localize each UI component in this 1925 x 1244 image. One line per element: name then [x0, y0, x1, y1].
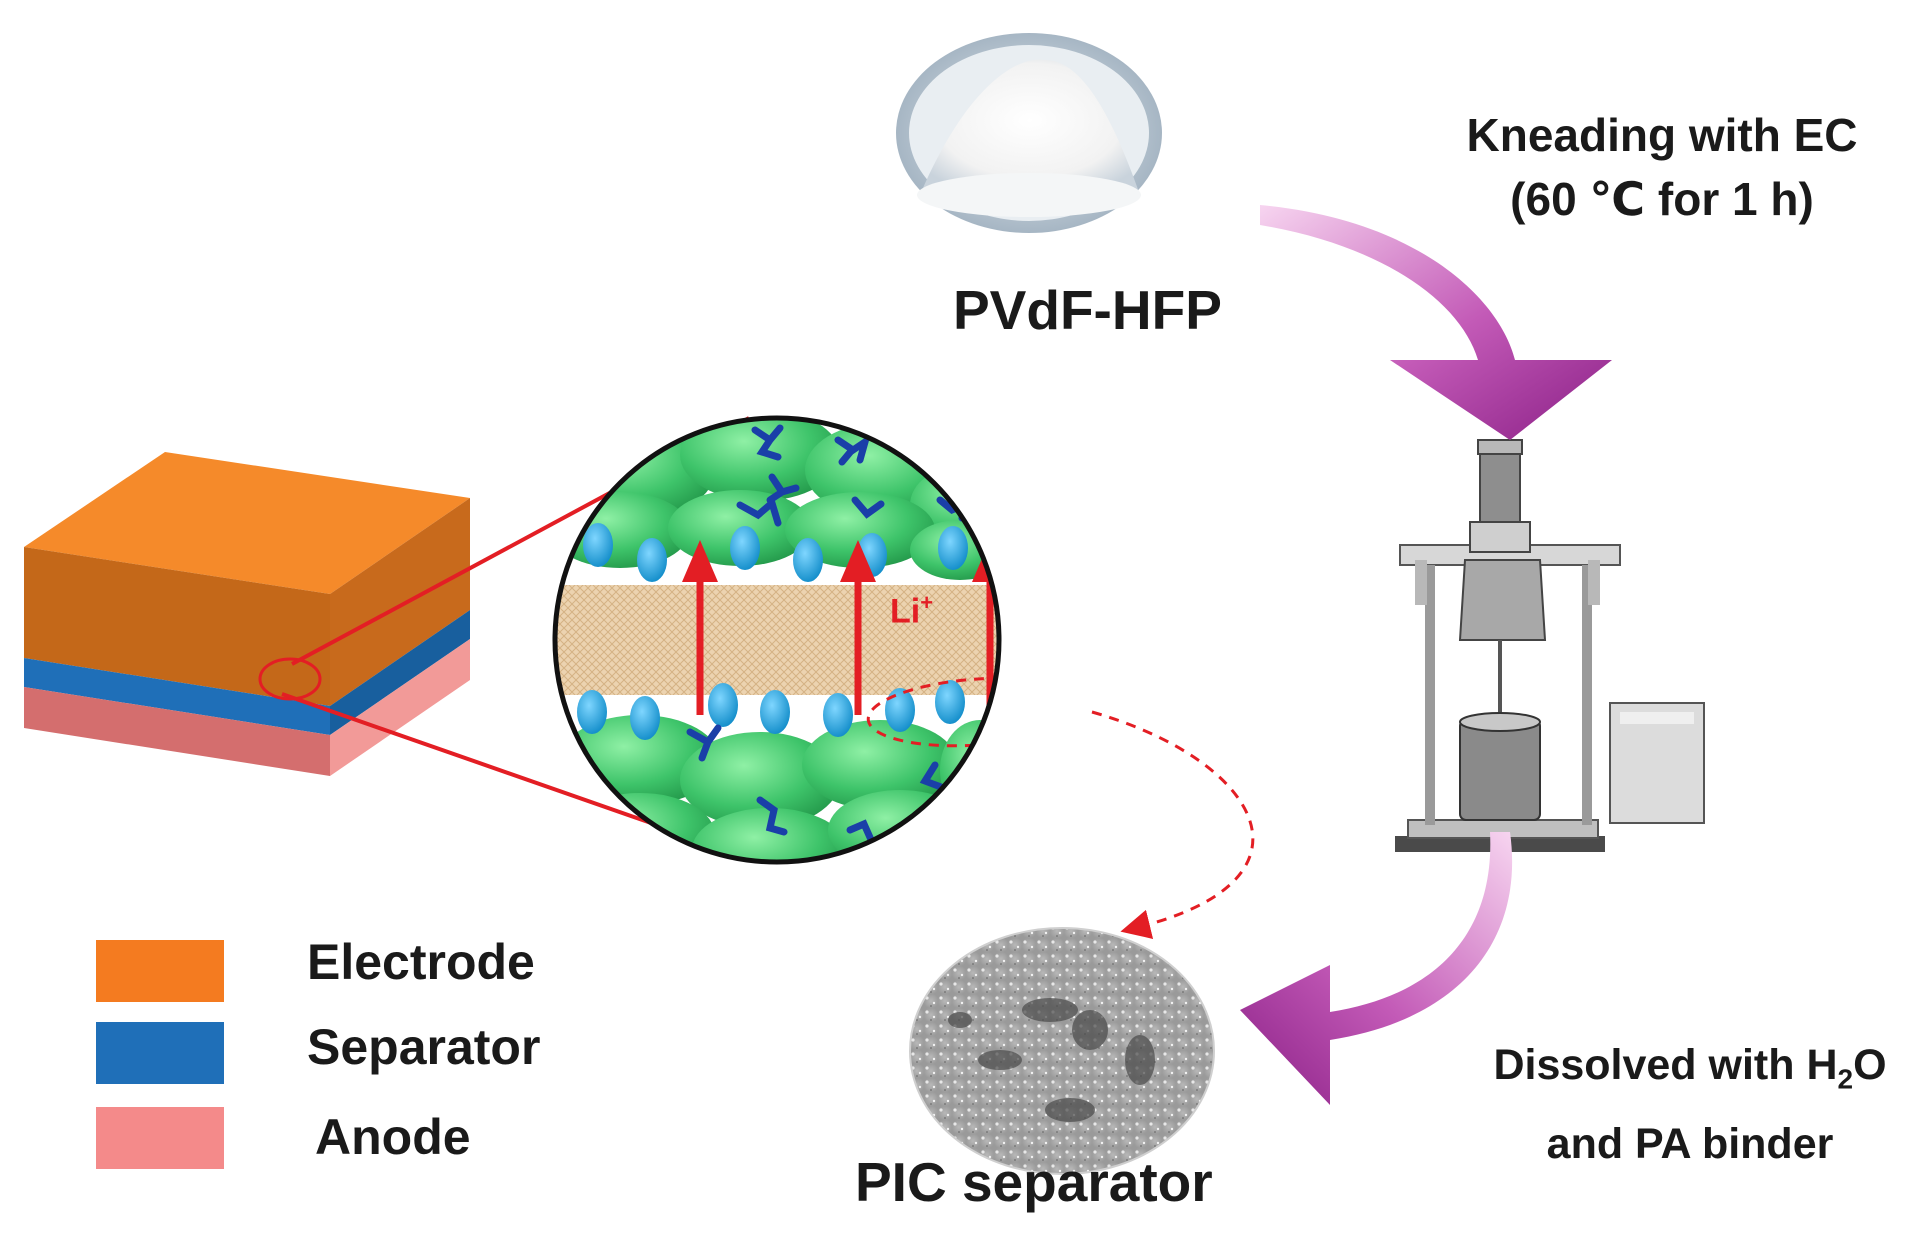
legend-swatch-anode	[96, 1107, 224, 1169]
li-ion-charge: +	[920, 590, 934, 615]
legend-swatch-electrode	[96, 940, 224, 1002]
li-ion-symbol: Li	[890, 592, 921, 631]
dissolving-step-line1: Dissolved with H2O	[1455, 1033, 1925, 1112]
powder-dish-image	[896, 33, 1162, 233]
anode-side-face	[330, 639, 470, 776]
dissolving-line1-subscript: 2	[1837, 1063, 1854, 1095]
electrode-side-face	[330, 498, 470, 706]
process-arrow-dissolving	[1240, 832, 1513, 1105]
kneading-step-label: Kneading with EC (60 ℃ for 1 h)	[1462, 103, 1862, 231]
battery-stack	[24, 452, 470, 776]
anode-front-face	[24, 687, 330, 776]
zoom-circle	[555, 418, 999, 862]
zoom-circle-border	[552, 415, 1002, 865]
dissolving-step-label: Dissolved with H2O and PA binder	[1455, 1033, 1925, 1176]
separator-band	[555, 585, 999, 695]
dashed-connector	[1091, 710, 1255, 939]
legend-swatch-separator	[96, 1022, 224, 1084]
legend-label-separator: Separator	[307, 1019, 541, 1075]
legend-label-anode: Anode	[315, 1109, 471, 1165]
powder-label: PVdF-HFP	[953, 279, 1222, 341]
dissolving-line1-end: O	[1853, 1041, 1887, 1089]
legend-label-electrode: Electrode	[307, 934, 535, 990]
dissolving-step-line2: and PA binder	[1546, 1119, 1834, 1168]
kneader-machine-image	[1395, 439, 1705, 852]
product-label: PIC separator	[855, 1151, 1213, 1213]
li-ion-label: Li+	[890, 590, 933, 631]
separator-front-face	[24, 658, 330, 735]
process-arrow-kneading	[1260, 205, 1612, 440]
dashed-highlight	[866, 676, 999, 748]
ion-row-top	[583, 523, 968, 582]
kneading-step-line2: (60 ℃ for 1 h)	[1510, 173, 1814, 225]
zoom-marker	[258, 657, 322, 701]
ion-row-bottom	[577, 680, 965, 740]
electrode-front-face	[24, 547, 330, 706]
separator-side-face	[330, 610, 470, 735]
pic-separator-sem-image	[909, 927, 1215, 1175]
kneading-step-line1: Kneading with EC	[1466, 109, 1858, 161]
dissolving-line1-text: Dissolved with H	[1493, 1041, 1838, 1089]
electrode-top-face	[24, 452, 470, 594]
